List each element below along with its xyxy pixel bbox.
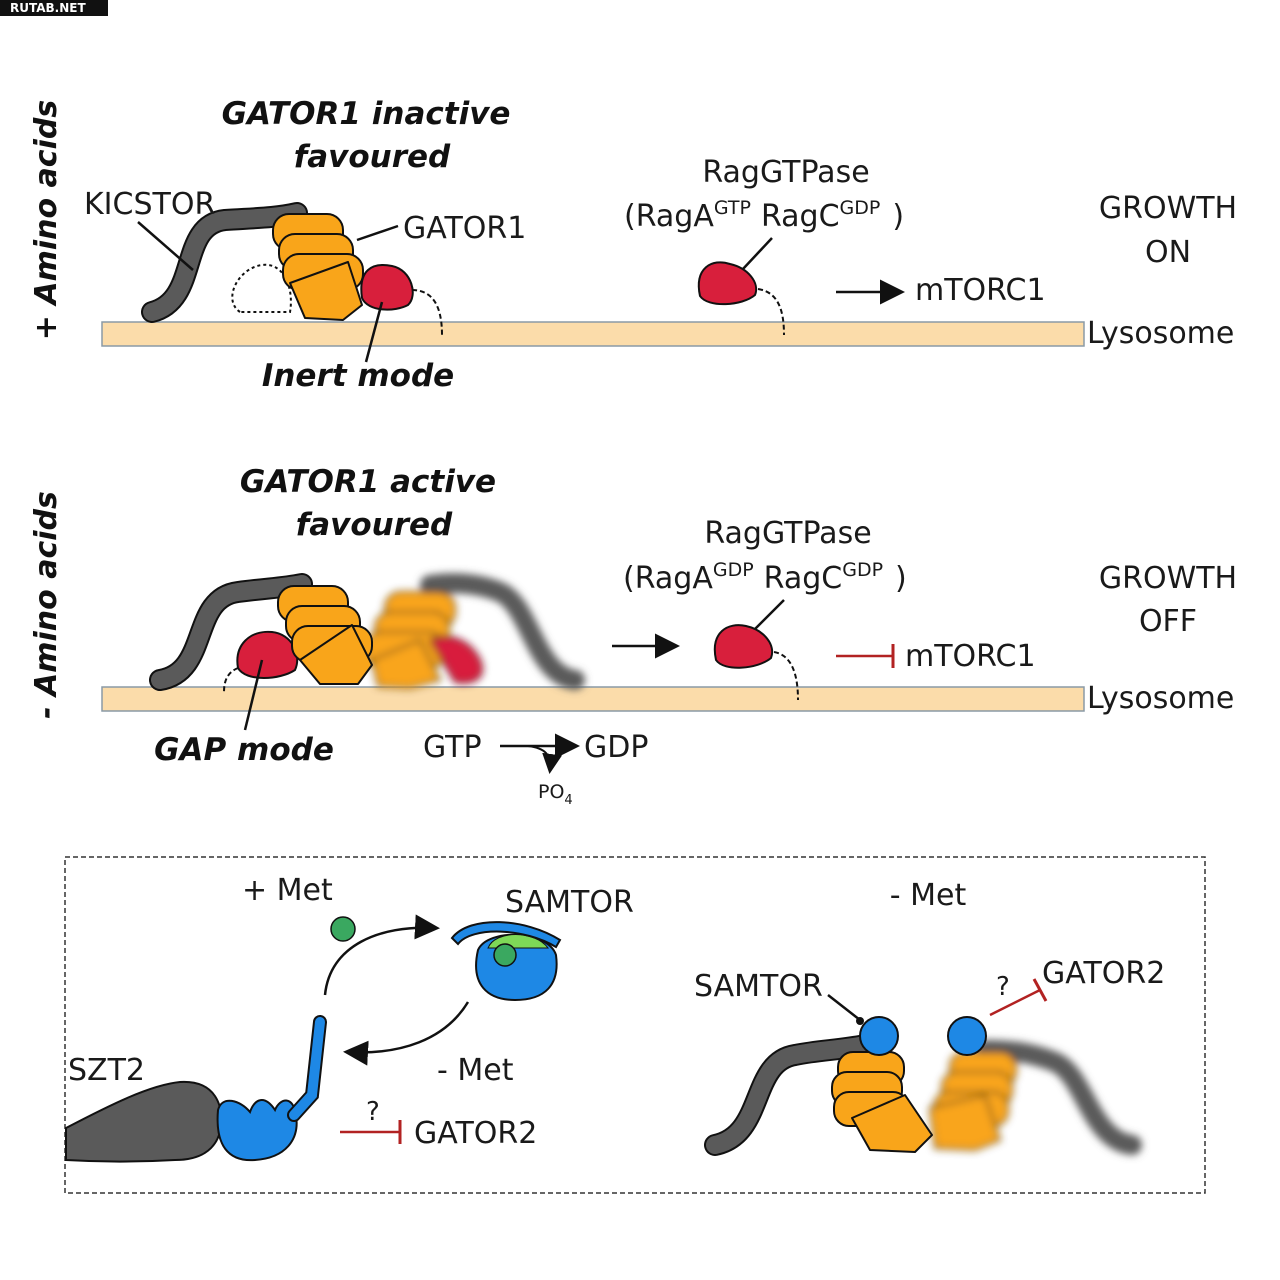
samtor-met-bound <box>450 921 562 1002</box>
gator1-complex-minus <box>277 585 373 685</box>
inhibition-gator2-right <box>989 978 1048 1017</box>
gator2-label-right: GATOR2 <box>1042 956 1165 991</box>
samtor-label-right: SAMTOR <box>694 969 823 1004</box>
question-left: ? <box>366 1097 380 1127</box>
binding-arrow <box>323 914 440 996</box>
title-inactive-line1: GATOR1 inactive <box>222 96 511 132</box>
samtor-bound-left <box>859 1016 899 1056</box>
growth-on-line2: ON <box>1145 235 1191 270</box>
question-right: ? <box>996 972 1010 1002</box>
gtp-label: GTP <box>423 730 482 765</box>
kicstor-pointer <box>137 221 194 271</box>
dashed-box <box>64 856 1206 1194</box>
gap-mode-label: GAP mode <box>154 732 334 768</box>
title-active-line2: favoured <box>296 507 453 543</box>
methionine-molecule <box>330 916 356 942</box>
growth-on-line1: GROWTH <box>1099 191 1237 226</box>
mtorc1-label-plus: mTORC1 <box>915 273 1046 308</box>
release-arrow-met <box>343 1001 470 1066</box>
lysosome-membrane-minus <box>101 686 1085 712</box>
title-inactive-line2: favoured <box>294 139 451 175</box>
gator1-complex-right <box>831 1051 933 1153</box>
rag-title-plus: RagGTPase <box>702 155 869 190</box>
growth-off-line1: GROWTH <box>1099 561 1237 596</box>
gdp-label: GDP <box>584 730 648 765</box>
samtor-label-top: SAMTOR <box>505 885 634 920</box>
samtor-bound-right <box>947 1016 987 1056</box>
watermark: RUTAB.NET <box>0 0 108 16</box>
lysosome-label-plus: Lysosome <box>1087 316 1234 351</box>
rag-gtpase-free-minus <box>713 624 774 669</box>
gator1-label: GATOR1 <box>403 211 526 246</box>
inhibition-gator2-left <box>340 1120 402 1144</box>
lysosome-label-minus: Lysosome <box>1087 681 1234 716</box>
rag-gtpase-free-plus <box>697 261 758 306</box>
growth-off-line2: OFF <box>1139 604 1197 639</box>
minus-met-title: - Met <box>890 878 967 913</box>
panel-methionine: + Met SAMTOR - Met SZT2 ? GATOR2 - Met S… <box>64 856 1206 1194</box>
inert-mode-label: Inert mode <box>262 358 454 394</box>
rag-gtpase-inert <box>360 264 414 311</box>
gap-mode-pointer <box>243 659 264 731</box>
mtorc1-label-minus: mTORC1 <box>905 639 1036 674</box>
szt2-label: SZT2 <box>68 1053 145 1088</box>
panel-minus-amino-acids: - Amino acids GATOR1 active favoured GAP… <box>29 464 1237 808</box>
inert-mode-pointer <box>364 301 384 363</box>
lysosome-membrane <box>101 321 1085 347</box>
side-label-minus: - Amino acids <box>29 491 64 719</box>
inhibition-mtorc1 <box>836 644 895 668</box>
kicstor-label: KICSTOR <box>84 187 215 222</box>
gator-right-blurred <box>928 1040 1142 1155</box>
svg-text:RUTAB.NET: RUTAB.NET <box>10 1 86 15</box>
samtor-free <box>216 1015 327 1162</box>
rag-title-minus: RagGTPase <box>704 516 871 551</box>
gator1-complex <box>272 213 364 321</box>
gator2-label-left: GATOR2 <box>414 1116 537 1151</box>
plus-met-label: + Met <box>242 873 333 908</box>
title-active-line1: GATOR1 active <box>240 464 496 500</box>
gator1-pointer <box>356 224 399 242</box>
side-label-plus: + Amino acids <box>29 100 64 340</box>
rag-gtpase-gap <box>236 630 299 679</box>
phosphate-label: PO4 <box>538 781 573 808</box>
minus-met-arrow-label: - Met <box>437 1053 514 1088</box>
szt2-shape <box>65 1080 223 1163</box>
panel-plus-amino-acids: + Amino acids GATOR1 inactive favoured K… <box>29 96 1237 394</box>
gator1-dimer-blurred <box>364 573 585 690</box>
